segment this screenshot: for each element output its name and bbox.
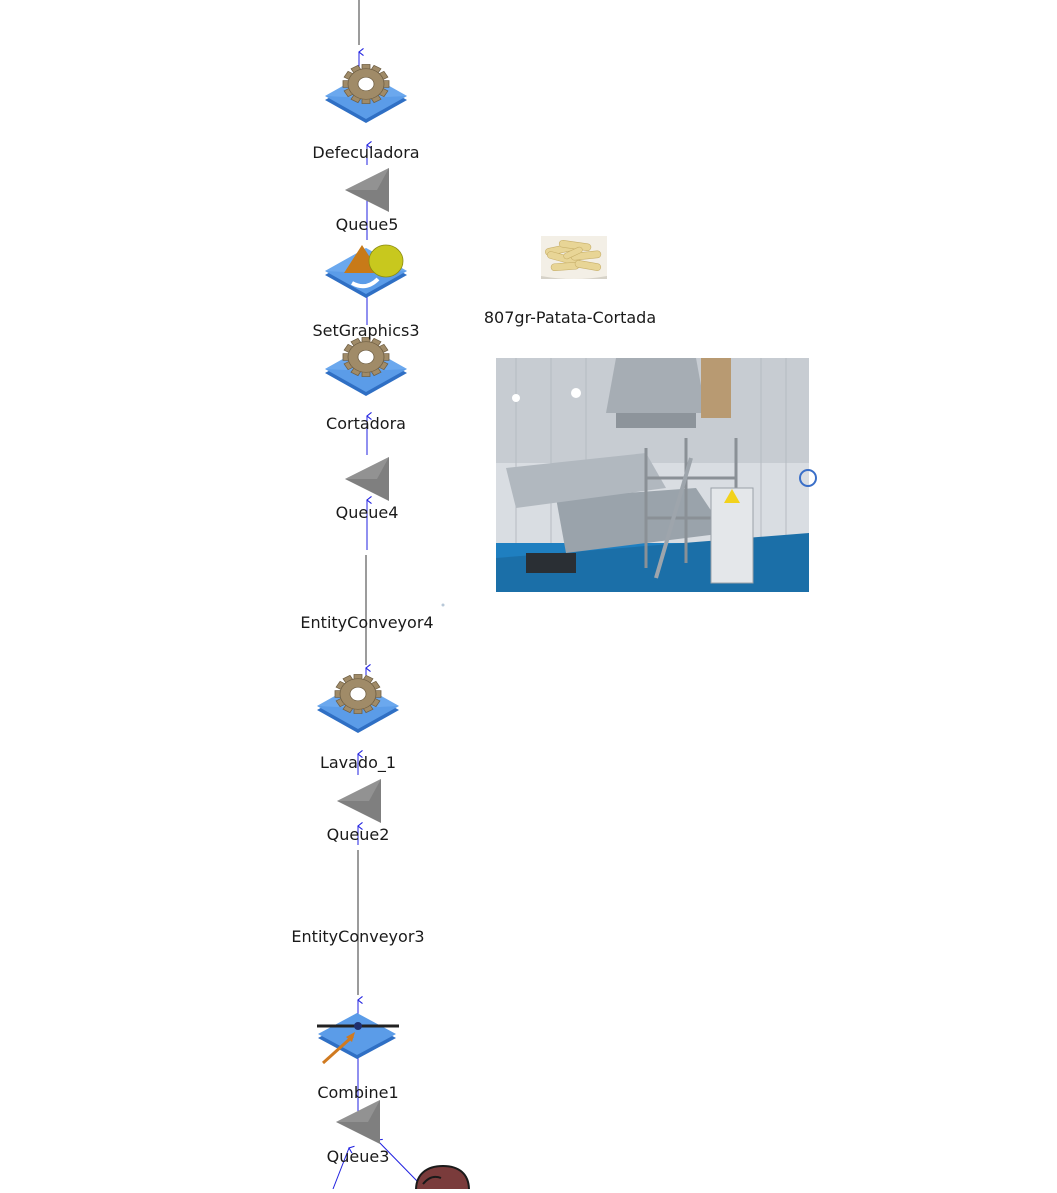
queue2-label: Queue2 [326,825,390,844]
lavado1-label: Lavado_1 [319,753,397,772]
cortadora-server-icon[interactable] [325,337,407,396]
cortadora-label: Cortadora [326,414,406,433]
product-label: 807gr-Patata-Cortada [483,308,657,327]
lavado1-server-icon[interactable] [317,674,399,733]
queue3-label: Queue3 [326,1147,390,1166]
factory-machine-image[interactable] [496,358,817,592]
queue4-label: Queue4 [335,503,399,522]
node-dot [441,603,445,607]
queue2-queue-icon[interactable] [337,779,381,823]
queue4-queue-icon[interactable] [345,457,389,501]
entity-blob-icon[interactable] [414,1164,471,1191]
product-fries-image[interactable] [541,236,607,279]
defeculadora-label: Defeculadora [312,143,420,162]
entityconveyor4-label: EntityConveyor4 [300,613,434,632]
queue5-label: Queue5 [335,215,399,234]
combine1-label: Combine1 [317,1083,399,1102]
defeculadora-server-icon[interactable] [325,64,407,123]
combine1-combine-icon[interactable] [317,1013,399,1065]
setgraphics3-label: SetGraphics3 [312,321,420,340]
setgraphics3-shapes-icon[interactable] [325,244,407,298]
entityconveyor3-label: EntityConveyor3 [291,927,425,946]
